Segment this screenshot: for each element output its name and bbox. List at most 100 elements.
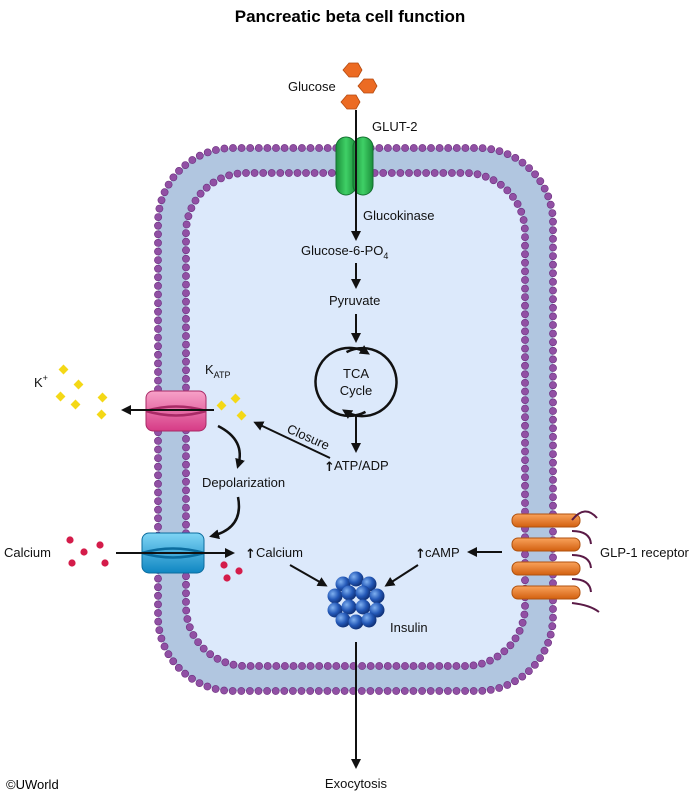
phospholipid-head [549,475,557,484]
phospholipid-head [549,217,557,226]
phospholipid-head [271,687,280,695]
phospholipid-head [531,661,539,669]
phospholipid-head [518,158,527,167]
phospholipid-head [409,144,418,152]
phospholipid-head [518,672,527,681]
phospholipid-head [549,252,557,260]
phospholipid-head [154,583,162,592]
phospholipid-head [481,172,490,181]
phospholipid-head [521,430,529,439]
phospholipid-head [418,144,427,152]
phospholipid-head [206,650,215,659]
tca-cycle [314,345,398,419]
phospholipid-head [154,497,162,505]
phospholipid-head [435,662,444,670]
phospholipid-head [392,662,401,670]
phospholipid-head [323,662,332,670]
phospholipid-head [375,144,384,152]
calcium-ion [80,548,88,556]
insulin-label: Insulin [390,620,428,635]
phospholipid-head [237,687,246,695]
phospholipid-head [259,169,268,177]
phospholipid-head [160,188,169,197]
phospholipid-head [358,662,366,670]
phospholipid-head [465,169,473,177]
potassium-ion [97,392,108,403]
phospholipid-head [209,178,218,187]
phospholipid-head [174,664,183,672]
phospholipid-head [521,456,529,464]
phospholipid-head [422,169,430,177]
phospholipid-head [332,662,341,670]
phospholipid-head [284,169,293,177]
phospholipid-head [199,644,208,653]
phospholipid-head [225,171,233,180]
phospholipid-head [164,650,173,659]
phospholipid-head [182,434,190,443]
phospholipid-head [154,316,162,325]
potassium-ion [73,379,84,390]
phospholipid-head [154,325,162,333]
phospholipid-head [487,145,496,154]
phospholipid-head [549,415,557,424]
phospholipid-head [181,161,190,169]
phospholipid-head [521,318,529,327]
phospholipid-head [182,374,190,383]
phospholipid-head [517,207,526,216]
phospholipid-head [549,501,557,510]
phospholipid-head [154,376,162,385]
pyruvate-label: Pyruvate [329,293,380,308]
phospholipid-head [288,687,297,695]
phospholipid-head [435,144,444,152]
phospholipid-head [182,272,190,280]
phospholipid-head [169,657,178,666]
phospholipid-head [263,144,272,152]
phospholipid-head [549,381,557,390]
phospholipid-head [255,662,263,670]
diagram-title: Pancreatic beta cell function [235,7,466,26]
phospholipid-head [340,662,349,670]
phospholipid-head [182,477,190,486]
tca-label: TCA [343,366,369,381]
phospholipid-head [182,589,190,598]
phospholipid-head [549,329,557,338]
phospholipid-head [503,681,512,689]
phospholipid-head [154,609,162,617]
phospholipid-head [182,452,190,460]
phospholipid-head [182,469,190,478]
phospholipid-head [549,243,557,252]
phospholipid-head [297,687,306,695]
phospholipid-head [521,576,529,585]
glut2-label: GLUT-2 [372,119,418,134]
glucose-molecule [357,78,378,94]
phospholipid-head [383,662,392,670]
katp-label: KATP [205,362,231,380]
phospholipid-head [521,396,529,404]
phospholipid-head [154,333,162,342]
phospholipid-head [413,169,422,177]
phospholipid-head [327,169,336,177]
phospholipid-head [154,256,162,264]
phospholipid-head [182,460,190,469]
phospholipid-head [154,230,162,239]
potassium-ion [55,391,66,402]
phospholipid-head [521,301,529,310]
phospholipid-head [188,156,197,164]
phospholipid-head [306,662,315,670]
phospholipid-head [340,687,349,695]
phospholipid-head [549,364,557,372]
phospholipid-head [221,658,230,667]
phospholipid-head [154,479,162,488]
phospholipid-head [154,600,162,609]
phospholipid-head [549,372,557,381]
phospholipid-head [263,662,272,670]
phospholipid-head [443,687,452,695]
phospholipid-head [310,169,319,177]
phospholipid-head [272,662,281,670]
phospholipid-head [319,169,328,177]
phospholipid-head [549,441,557,450]
phospholipid-head [549,269,557,278]
phospholipid-head [154,213,163,221]
phospholipid-head [280,144,289,152]
